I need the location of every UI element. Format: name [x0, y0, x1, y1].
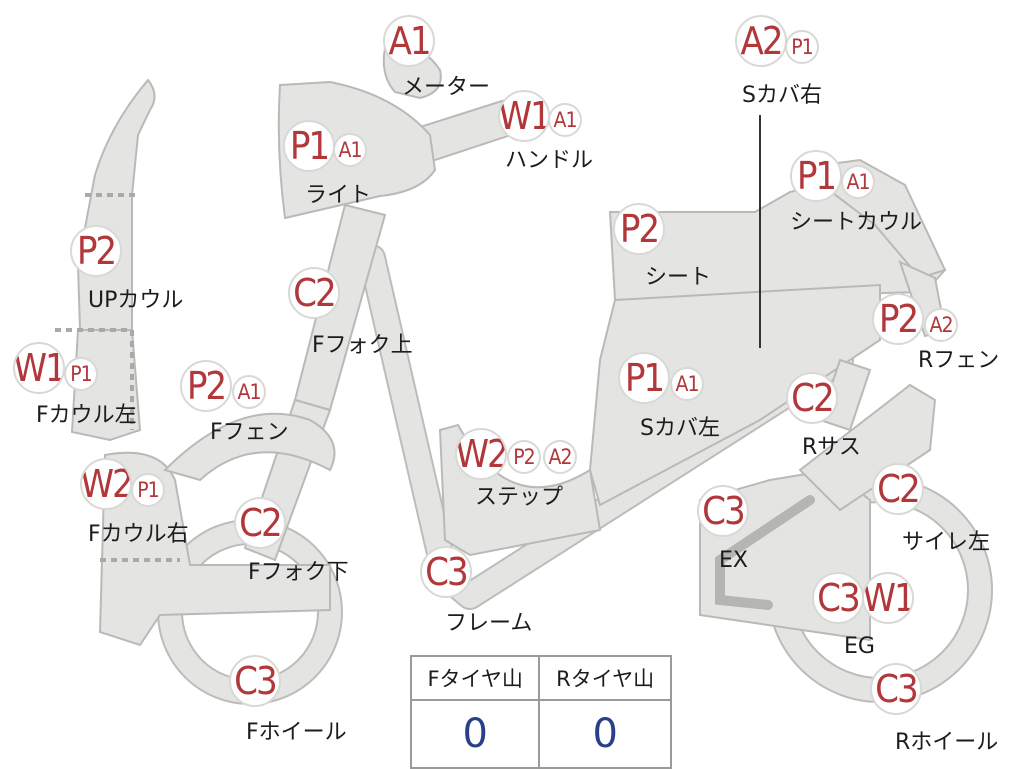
f-fork-lower-label: Fフォク下	[248, 560, 349, 585]
front-fender-shape[interactable]	[163, 412, 336, 482]
step-badge-3: A2	[543, 440, 577, 474]
r-suspension-label: Rサス	[802, 435, 861, 460]
r-fender-badge-1: P2	[872, 293, 924, 345]
frame-label: フレーム	[445, 611, 533, 636]
r-suspension-badge-1: C2	[786, 372, 838, 424]
handle-badge-2: A1	[548, 103, 582, 137]
step-badge-2: P2	[507, 440, 541, 474]
f-cowl-right-badge-1: W2	[80, 458, 132, 510]
engine-badge-1: C3	[812, 572, 864, 624]
s-cover-right-badge-2: P1	[785, 30, 819, 64]
s-cover-left-badge-2: A1	[670, 367, 704, 401]
f-wheel-label: Fホイール	[246, 720, 347, 745]
seat-cowl-badge-2: A1	[841, 165, 875, 199]
front-tire-value: 0	[409, 699, 541, 769]
s-cover-left-badge-1: P1	[618, 352, 670, 404]
silencer-left-badge-1: C2	[872, 463, 924, 515]
f-cowl-right-badge-2: P1	[131, 473, 165, 507]
seat-cowl-badge-1: P1	[790, 150, 842, 202]
exhaust-pipe-shape	[715, 495, 815, 610]
s-cover-right-label: Sカバ右	[742, 83, 822, 108]
rear-tire-header: Rタイヤ山	[538, 655, 672, 701]
f-fork-upper-label: Fフォク上	[312, 333, 413, 358]
cowl-seam-2	[55, 328, 134, 430]
r-wheel-label: Rホイール	[895, 730, 999, 755]
light-label: ライト	[305, 183, 372, 208]
handle-label: ハンドル	[505, 148, 594, 173]
meter-badge-1: A1	[383, 15, 435, 67]
meter-label: メーター	[402, 75, 491, 100]
silencer-shape[interactable]	[798, 383, 937, 512]
up-cowl-badge-1: P2	[70, 225, 122, 277]
engine-badge-2: W1	[862, 572, 914, 624]
f-cowl-right-label: Fカウル右	[88, 522, 189, 547]
handle-badge-1: W1	[498, 90, 550, 142]
side-cover-shape[interactable]	[588, 283, 881, 507]
step-badge-1: W2	[455, 428, 507, 480]
step-label: ステップ	[475, 485, 564, 510]
f-fork-upper-badge-1: C2	[288, 267, 340, 319]
frame-badge-1: C3	[420, 546, 472, 598]
exhaust-badge-1: C3	[697, 485, 749, 537]
f-cowl-left-badge-1: W1	[13, 342, 65, 394]
seat-cowl-label: シートカウル	[790, 210, 923, 235]
f-fender-badge-1: P2	[180, 360, 232, 412]
r-fender-label: Rフェン	[918, 348, 1000, 373]
front-tire-header: Fタイヤ山	[409, 655, 541, 701]
seat-badge-1: P2	[613, 203, 665, 255]
f-wheel-badge-1: C3	[229, 655, 281, 707]
rear-tire-value: 0	[538, 699, 672, 769]
tire-table-header-row: Fタイヤ山 Rタイヤ山	[409, 655, 672, 701]
light-badge-2: A1	[333, 133, 367, 167]
s-cover-left-label: Sカバ左	[640, 416, 720, 441]
exhaust-label: EX	[719, 548, 748, 573]
f-fender-badge-2: A1	[232, 375, 266, 409]
r-fender-badge-2: A2	[924, 308, 958, 342]
s-cover-right-badge-1: A2	[735, 15, 787, 67]
silencer-left-label: サイレ左	[902, 530, 991, 555]
up-cowl-label: UPカウル	[88, 288, 184, 313]
tire-tread-table: Fタイヤ山 Rタイヤ山 0 0	[409, 655, 672, 769]
f-fender-label: Fフェン	[210, 420, 289, 445]
seat-label: シート	[645, 265, 712, 290]
tire-table-value-row: 0 0	[409, 699, 672, 769]
light-badge-1: P1	[283, 120, 335, 172]
engine-label: EG	[844, 634, 875, 659]
f-fork-lower-badge-1: C2	[234, 497, 286, 549]
f-cowl-left-badge-2: P1	[64, 357, 98, 391]
r-wheel-badge-1: C3	[870, 663, 922, 715]
f-cowl-left-label: Fカウル左	[36, 403, 137, 428]
